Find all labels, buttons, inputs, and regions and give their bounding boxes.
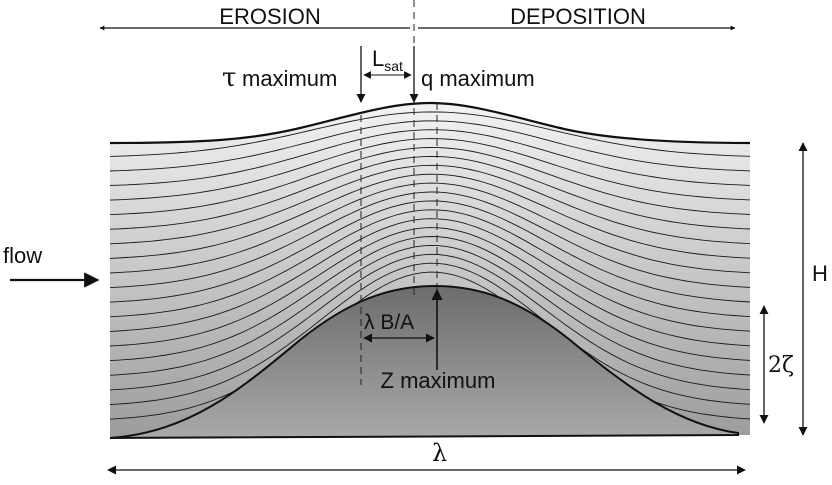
deposition-label: DEPOSITION bbox=[510, 4, 646, 29]
bed-bump bbox=[109, 284, 739, 439]
streamline bbox=[109, 147, 751, 216]
streamline bbox=[109, 253, 751, 391]
streamline bbox=[109, 209, 751, 318]
l-sat-label: Lsat bbox=[372, 46, 403, 74]
lambda-label: λ bbox=[432, 439, 447, 467]
streamlines bbox=[109, 111, 751, 420]
q-max-label: q maximum bbox=[421, 66, 535, 91]
streamline bbox=[109, 244, 751, 376]
streamline bbox=[109, 236, 751, 362]
free-surface bbox=[109, 101, 751, 145]
streamline bbox=[109, 155, 751, 230]
tau-symbol: τ bbox=[222, 63, 236, 93]
streamline bbox=[109, 173, 751, 259]
streamline bbox=[109, 111, 751, 157]
tau-max-label: maximum bbox=[242, 66, 337, 91]
z-max-label: Z maximum bbox=[381, 368, 496, 393]
two-zeta-label: 2ζ bbox=[768, 353, 794, 378]
streamline bbox=[109, 120, 751, 172]
streamline bbox=[109, 227, 751, 347]
erosion-label: EROSION bbox=[219, 4, 320, 29]
flow-label: flow bbox=[3, 243, 42, 268]
lambda-ba-label: λ B/A bbox=[364, 311, 414, 334]
streamline bbox=[109, 182, 751, 274]
streamline bbox=[109, 164, 751, 245]
streamline bbox=[109, 218, 751, 332]
streamline bbox=[109, 262, 751, 406]
streamline bbox=[109, 200, 751, 303]
streamline bbox=[109, 138, 751, 201]
h-label: H bbox=[812, 261, 828, 286]
streamline bbox=[109, 191, 751, 289]
streamline bbox=[109, 129, 751, 186]
